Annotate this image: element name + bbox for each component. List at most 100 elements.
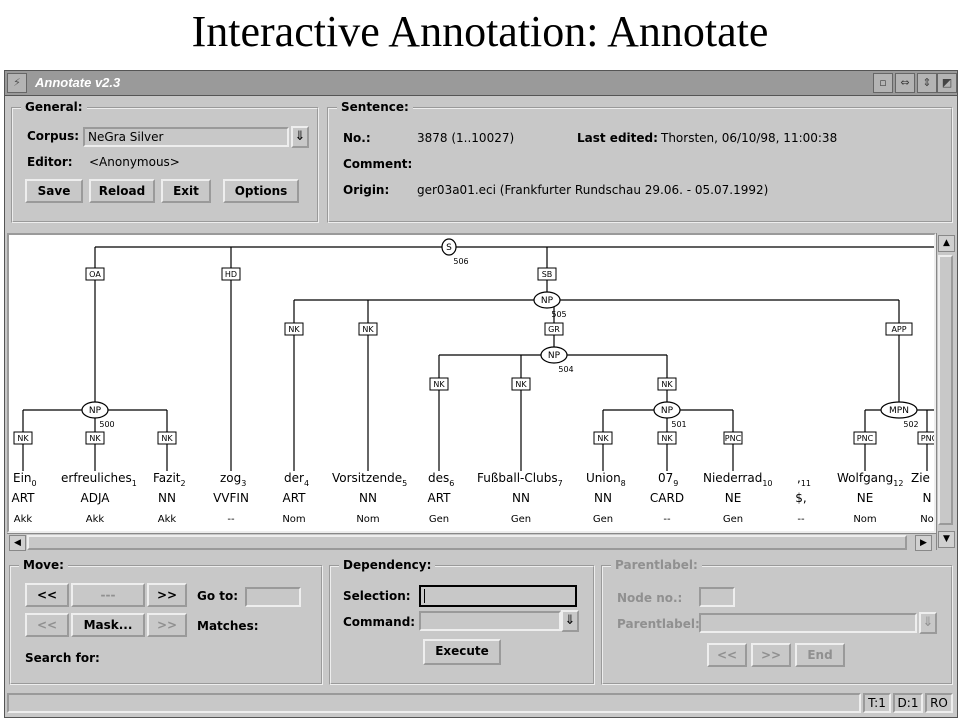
horizontal-scrollbar[interactable]: ◀ ▶ bbox=[7, 533, 936, 551]
svg-text:Wolfgang12: Wolfgang12 bbox=[837, 471, 903, 488]
resize-icon[interactable]: ⇔ bbox=[895, 73, 915, 93]
vertical-scrollbar[interactable]: ▲ ▼ bbox=[936, 233, 956, 550]
pos-tag: VVFIN bbox=[213, 491, 249, 505]
edge-label: PNC bbox=[857, 434, 874, 443]
node-no-input[interactable] bbox=[699, 587, 735, 607]
exit-button[interactable]: Exit bbox=[161, 179, 211, 203]
token-word: des bbox=[428, 471, 449, 485]
status-d: D:1 bbox=[893, 693, 923, 713]
selection-input[interactable] bbox=[419, 585, 577, 607]
vertical-scroll-thumb[interactable] bbox=[938, 255, 953, 525]
tokens[interactable]: Ein0 erfreuliches1 Fazit2 zog3 der4 Vors… bbox=[13, 471, 930, 488]
token-word: 07 bbox=[658, 471, 673, 485]
options-button[interactable]: Options bbox=[223, 179, 299, 203]
origin-value: ger03a01.eci (Frankfurter Rundschau 29.0… bbox=[417, 183, 769, 197]
node-ids: 506 505 504 501 500 502 bbox=[99, 257, 918, 429]
morph-tag: Akk bbox=[86, 514, 105, 525]
token-word: zog bbox=[220, 471, 241, 485]
save-button[interactable]: Save bbox=[25, 179, 83, 203]
svg-text:Niederrad10: Niederrad10 bbox=[703, 471, 773, 488]
tree-pane[interactable]: S NP NP NP NP MPN 506 505 504 501 500 50… bbox=[7, 233, 936, 533]
morph-tag: Gen bbox=[511, 514, 531, 525]
end-button[interactable]: End bbox=[795, 643, 845, 667]
pos-tag: ART bbox=[282, 491, 306, 505]
command-field[interactable] bbox=[419, 611, 561, 631]
next-match-button[interactable]: >> bbox=[147, 613, 187, 637]
command-dropdown-icon[interactable]: ⇓ bbox=[561, 610, 579, 632]
svg-text:erfreuliches1: erfreuliches1 bbox=[61, 471, 137, 488]
token-word: , bbox=[797, 471, 801, 485]
morph-tag: -- bbox=[663, 514, 671, 525]
node-label: NP bbox=[541, 296, 554, 306]
pos-tag: ART bbox=[11, 491, 35, 505]
token-word: der bbox=[284, 471, 304, 485]
parentlabel-field[interactable] bbox=[699, 613, 917, 633]
edge-label: NK bbox=[515, 380, 527, 389]
horizontal-scroll-thumb[interactable] bbox=[27, 535, 907, 550]
morph-tag: Gen bbox=[723, 514, 743, 525]
sentence-no-value: 3878 (1..10027) bbox=[417, 131, 515, 145]
svg-text:Zie: Zie bbox=[911, 471, 930, 485]
token-index: 6 bbox=[449, 479, 454, 488]
svg-text:Union8: Union8 bbox=[586, 471, 626, 488]
next-button[interactable]: >> bbox=[147, 583, 187, 607]
edge-label: HD bbox=[225, 270, 237, 279]
svg-text:,11: ,11 bbox=[797, 471, 811, 488]
window-menu-icon[interactable]: ⚡ bbox=[7, 73, 27, 93]
reload-button[interactable]: Reload bbox=[89, 179, 155, 203]
node-label: NP bbox=[661, 406, 674, 416]
close-icon[interactable]: ◩ bbox=[937, 73, 957, 93]
token-index: 1 bbox=[132, 479, 137, 488]
goto-input[interactable] bbox=[245, 587, 301, 607]
token-index: 10 bbox=[762, 479, 772, 488]
maximize-icon[interactable]: ⇕ bbox=[917, 73, 937, 93]
scroll-down-icon[interactable]: ▼ bbox=[938, 531, 955, 548]
corpus-dropdown-icon[interactable]: ⇓ bbox=[291, 126, 309, 148]
parentlabel-label: Parentlabel: bbox=[617, 617, 700, 631]
edge-label: NK bbox=[288, 325, 300, 334]
morph-tag: Akk bbox=[14, 514, 33, 525]
scroll-right-icon[interactable]: ▶ bbox=[915, 535, 932, 551]
search-label: Search for: bbox=[25, 651, 100, 665]
token-word: Ein bbox=[13, 471, 32, 485]
edge-label: NK bbox=[661, 380, 673, 389]
edge-label-boxes[interactable] bbox=[13, 267, 934, 445]
node-label: NP bbox=[89, 406, 102, 416]
node-label: S bbox=[446, 243, 452, 253]
edge-label: SB bbox=[542, 270, 553, 279]
parentlabel-dropdown-icon[interactable]: ⇓ bbox=[919, 612, 937, 634]
syntax-tree[interactable]: S NP NP NP NP MPN 506 505 504 501 500 50… bbox=[9, 235, 934, 531]
pos-tag: CARD bbox=[650, 491, 684, 505]
node-ellipses[interactable] bbox=[81, 238, 918, 419]
node-id: 501 bbox=[671, 420, 686, 429]
node-id: 506 bbox=[453, 257, 468, 266]
parentlabel-group: Parentlabel: Node no.: Parentlabel: ⇓ <<… bbox=[601, 558, 953, 685]
parent-prev-button[interactable]: << bbox=[707, 643, 747, 667]
prev-match-button[interactable]: << bbox=[25, 613, 69, 637]
scroll-left-icon[interactable]: ◀ bbox=[9, 535, 26, 551]
pos-tag: NE bbox=[725, 491, 742, 505]
corpus-field[interactable]: NeGra Silver bbox=[83, 127, 289, 147]
token-word: Niederrad bbox=[703, 471, 762, 485]
parent-next-button[interactable]: >> bbox=[751, 643, 791, 667]
edge-label: PNC bbox=[725, 434, 742, 443]
general-title: General: bbox=[21, 100, 87, 114]
mask-button[interactable]: Mask... bbox=[71, 613, 145, 637]
token-index: 2 bbox=[181, 479, 186, 488]
editor-value: <Anonymous> bbox=[89, 155, 180, 169]
edge-label: NK bbox=[89, 434, 101, 443]
pos-tag: ART bbox=[427, 491, 451, 505]
scroll-up-icon[interactable]: ▲ bbox=[938, 235, 955, 252]
morph-tag: Gen bbox=[593, 514, 613, 525]
position-button[interactable]: --- bbox=[71, 583, 145, 607]
node-id: 500 bbox=[99, 420, 114, 429]
parentlabel-title: Parentlabel: bbox=[611, 558, 702, 572]
slide-title: Interactive Annotation: Annotate bbox=[191, 7, 769, 56]
prev-button[interactable]: << bbox=[25, 583, 69, 607]
edge-label: NK bbox=[362, 325, 374, 334]
svg-text:Ein0: Ein0 bbox=[13, 471, 37, 488]
execute-button[interactable]: Execute bbox=[423, 639, 501, 665]
last-edited-label: Last edited: bbox=[577, 131, 658, 145]
minimize-icon[interactable]: ▫ bbox=[873, 73, 893, 93]
command-label: Command: bbox=[343, 615, 416, 629]
